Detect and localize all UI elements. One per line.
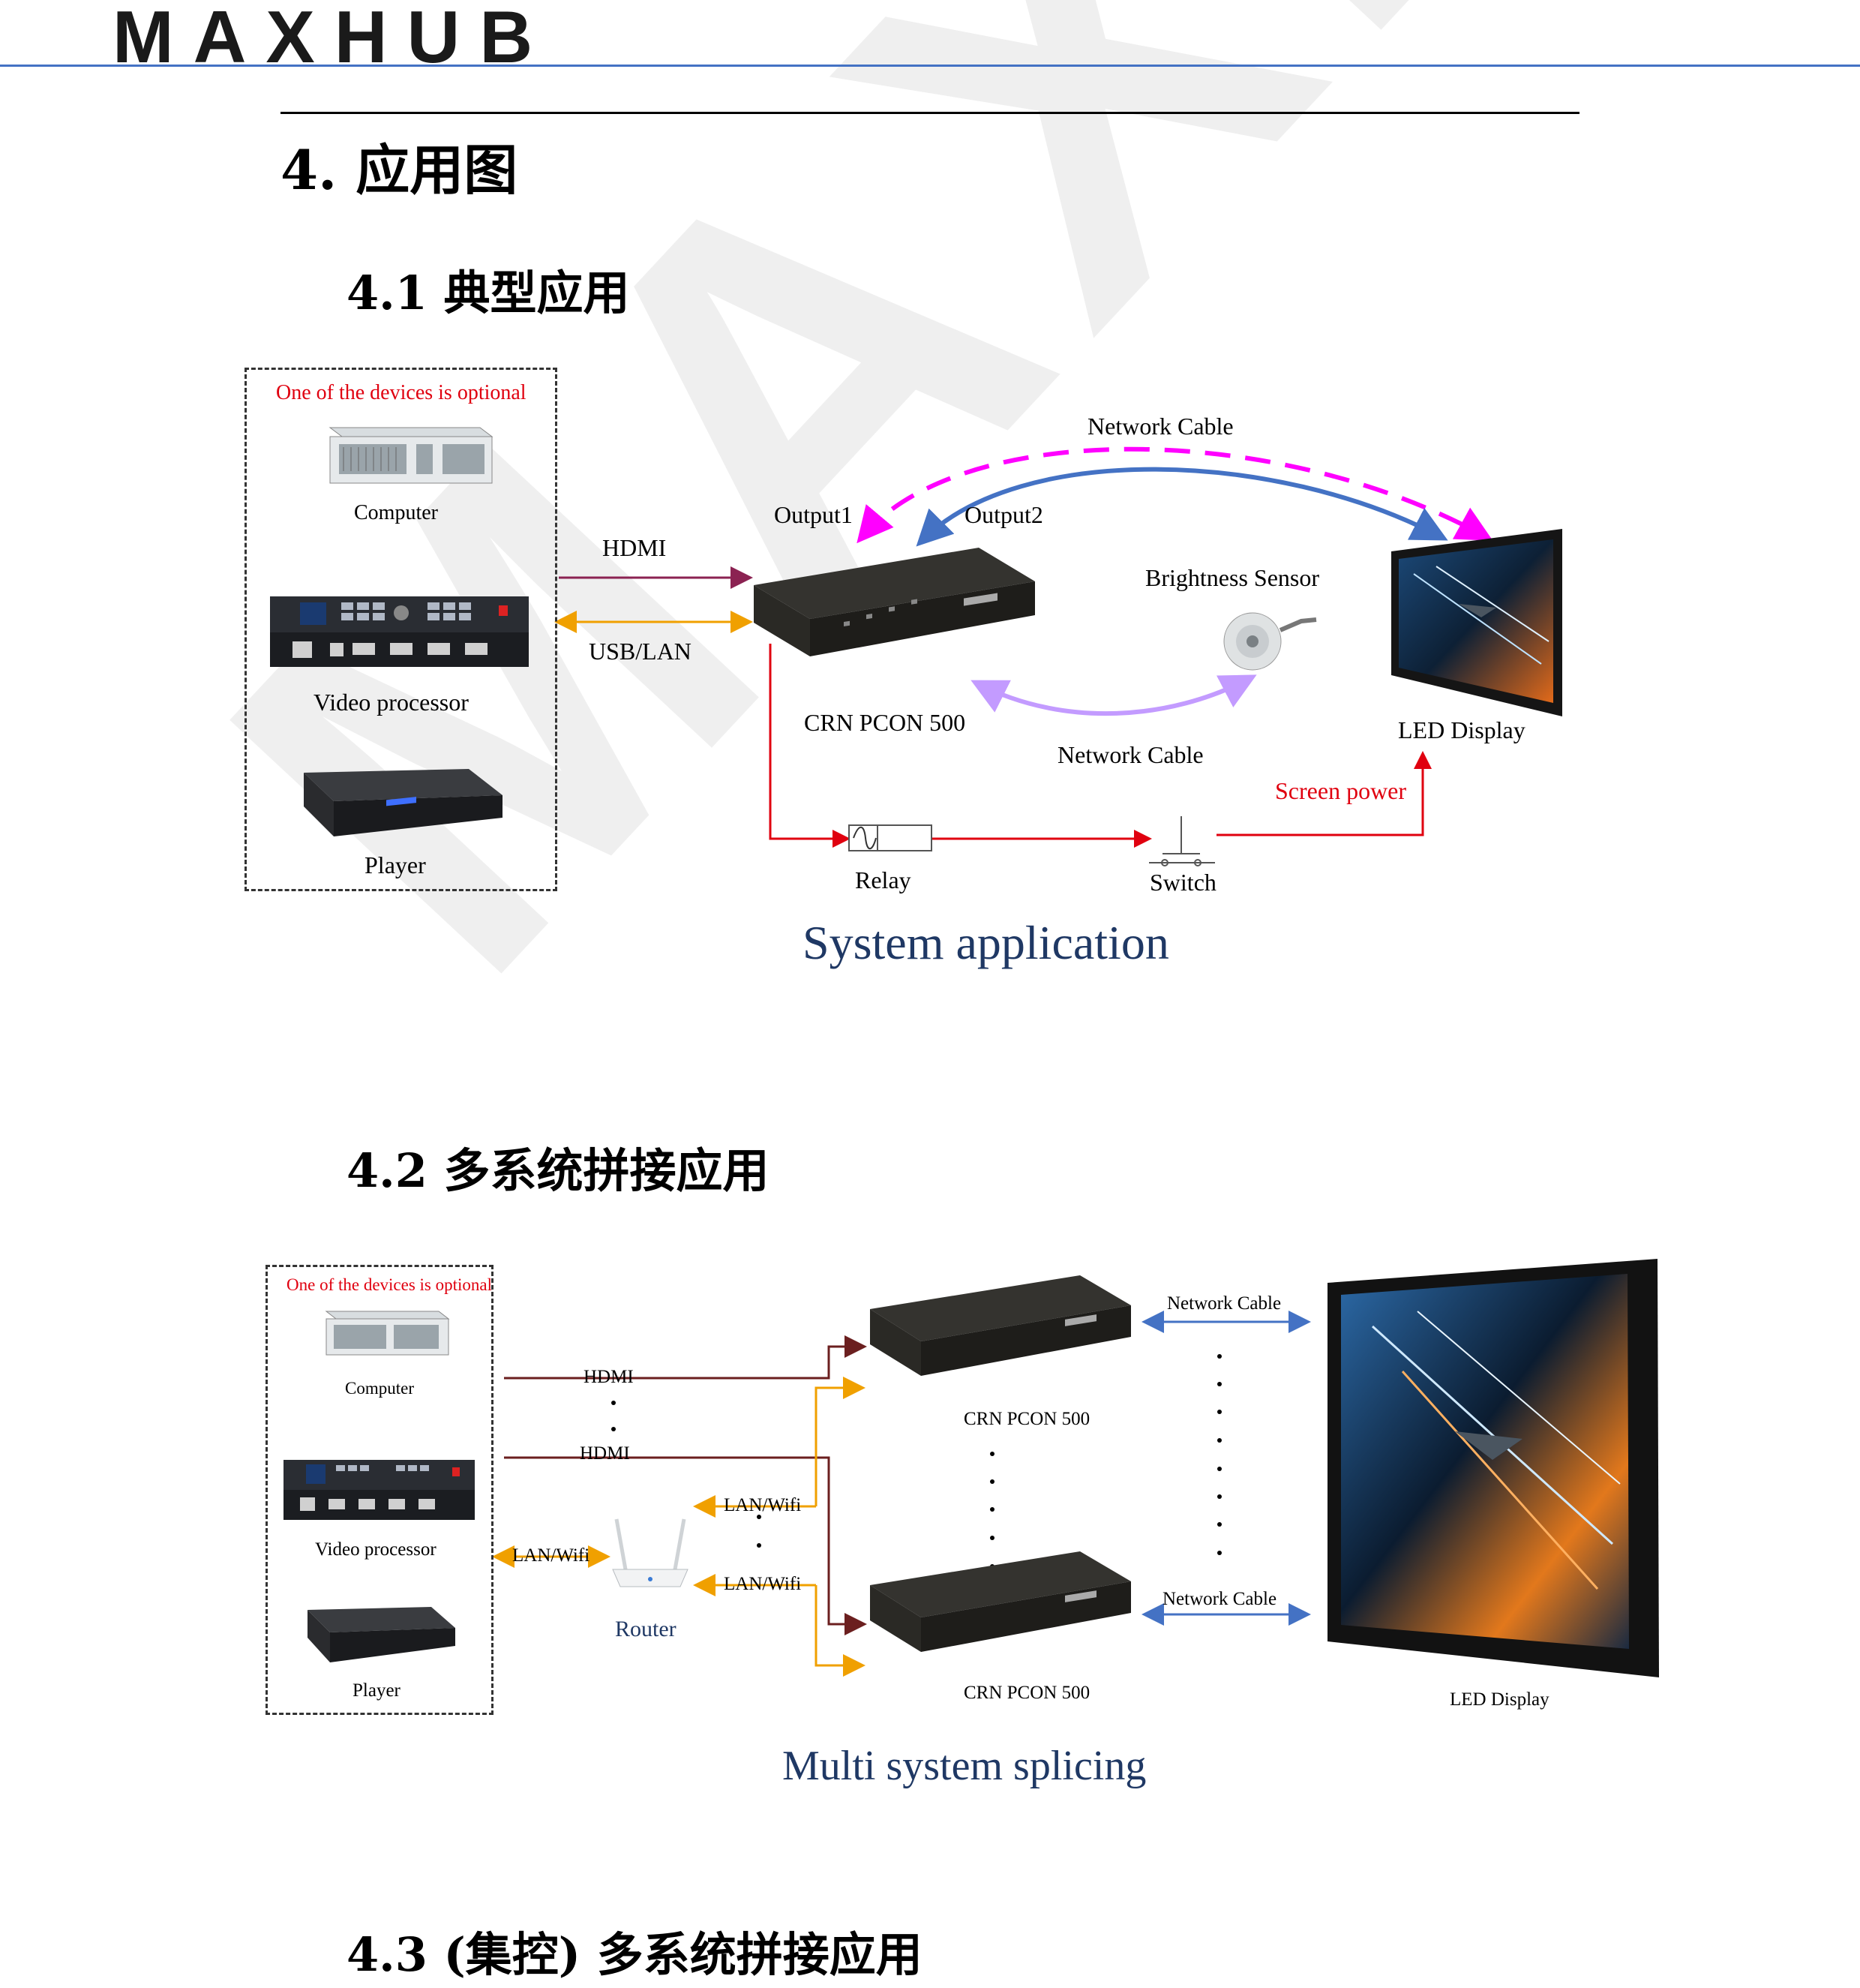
network-cable-label-2: Network Cable	[1162, 1589, 1277, 1609]
controller-icon-2	[870, 1551, 1131, 1652]
video-processor-icon-2	[284, 1460, 475, 1520]
video-processor-label-2: Video processor	[315, 1539, 436, 1560]
controller-label-2: CRN PCON 500	[964, 1683, 1090, 1703]
hdmi-label-2: HDMI	[580, 1443, 630, 1464]
controller-icon	[754, 548, 1035, 656]
controller-icon-1	[870, 1275, 1131, 1376]
output2-label: Output2	[964, 501, 1043, 528]
optional-note: One of the devices is optional	[276, 381, 526, 404]
hdmi-label-1: HDMI	[584, 1367, 634, 1387]
lan-wifi-left-label: LAN/Wifi	[512, 1545, 590, 1566]
switch-symbol	[1149, 816, 1215, 866]
led-display-icon-2	[1328, 1259, 1659, 1677]
router-label: Router	[615, 1617, 676, 1641]
optional-devices-box-2	[266, 1265, 494, 1715]
player-label-2: Player	[352, 1680, 400, 1701]
led-display-label-2: LED Display	[1450, 1689, 1550, 1710]
video-processor-label: Video processor	[314, 689, 469, 716]
subsection-title-4-1: 4.1 典型应用	[346, 266, 630, 320]
computer-icon-2	[325, 1311, 450, 1356]
network-cable-sensor	[970, 674, 1257, 716]
network-cable-magenta	[856, 446, 1493, 544]
lan-wifi-label-2: LAN/Wifi	[724, 1574, 802, 1594]
player-label: Player	[364, 851, 426, 878]
screen-power-label: Screen power	[1275, 777, 1407, 804]
video-processor-icon	[270, 596, 529, 667]
network-cable-bottom-label: Network Cable	[1058, 741, 1204, 768]
led-display-icon	[1391, 529, 1562, 716]
usb-lan-label: USB/LAN	[589, 638, 692, 665]
subsection-title-4-3: 4.3 (集控) 多系统拼接应用	[346, 1927, 922, 1982]
section-rule	[280, 112, 1580, 114]
network-cable-blue	[916, 467, 1448, 547]
relay-line	[769, 644, 850, 848]
relay-symbol	[848, 824, 932, 851]
controller-label: CRN PCON 500	[804, 709, 966, 736]
header-divider	[0, 65, 1860, 67]
controller-label-1: CRN PCON 500	[964, 1409, 1090, 1429]
optional-note-2: One of the devices is optional	[286, 1275, 493, 1294]
computer-label: Computer	[354, 501, 438, 524]
subsection-title-4-2: 4.2 多系统拼接应用	[346, 1143, 770, 1198]
switch-label: Switch	[1150, 869, 1216, 896]
network-cable-label-1: Network Cable	[1167, 1293, 1282, 1314]
computer-label-2: Computer	[345, 1379, 414, 1398]
brightness-sensor-label: Brightness Sensor	[1145, 564, 1319, 591]
player-icon-2	[308, 1607, 455, 1662]
caption-multi-system-splicing: Multi system splicing	[782, 1743, 1147, 1789]
optional-devices-box	[244, 368, 557, 891]
caption-system-application: System application	[802, 916, 1169, 969]
router-icon	[612, 1518, 688, 1587]
section-title: 4. 应用图	[280, 138, 518, 202]
splicing-connectors	[492, 1311, 1311, 1677]
relay-label: Relay	[855, 866, 911, 893]
screen-power-line	[1216, 751, 1432, 836]
typical-connectors	[554, 446, 1493, 866]
led-display-label: LED Display	[1398, 716, 1526, 743]
network-cable-top-label: Network Cable	[1088, 413, 1234, 440]
brightness-sensor-icon	[1223, 612, 1317, 671]
lan-wifi-label-1: LAN/Wifi	[724, 1495, 802, 1515]
hdmi-label: HDMI	[602, 534, 667, 561]
computer-icon	[328, 427, 494, 484]
output1-label: Output1	[774, 501, 853, 528]
player-icon	[304, 769, 502, 836]
maxhub-logo: MAXHUB	[112, 0, 553, 78]
